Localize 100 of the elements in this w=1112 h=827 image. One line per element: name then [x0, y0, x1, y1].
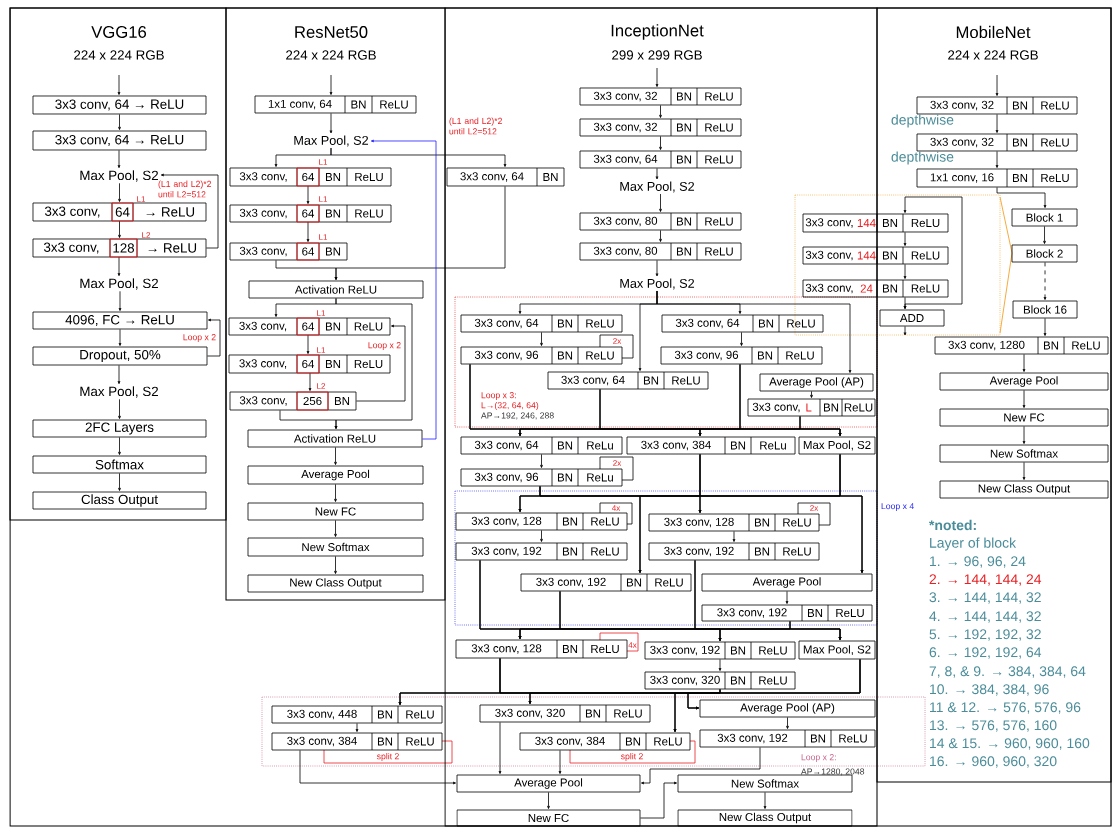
arrow: [118, 114, 121, 130]
loop-count: 2x: [613, 338, 622, 344]
note-text: 5. → 192, 192, 32: [929, 629, 1041, 641]
arrow: [995, 114, 999, 133]
layer-box: New Class Output: [939, 480, 1109, 499]
arrow: [306, 222, 310, 242]
layer-box: Average Pool (AP): [759, 373, 874, 392]
arrow: [498, 722, 502, 774]
arrow: [117, 150, 121, 169]
arrow: [299, 750, 456, 785]
layer-box: 3x3 conv, 128 BN ReLU: [455, 639, 628, 659]
layer-box: 3x3 conv, 128 BN ReLU: [648, 513, 820, 532]
layer-box: 3x3 conv, 96 BN ReLu: [460, 468, 623, 487]
layer-box: 3x3 conv, 192 BN ReLU: [520, 573, 692, 592]
layer-box: 3x3 conv, 128 BN ReLU: [455, 512, 628, 531]
layer-box: Block 1: [1011, 208, 1078, 227]
layer-box: Average Pool: [701, 573, 873, 592]
layer-box: 3x3 conv, 384 BN ReLU: [271, 732, 443, 751]
arrow: [306, 186, 310, 204]
layer-box: 3x3 conv, 192 BN ReLU: [455, 542, 628, 561]
arrow: [903, 326, 907, 336]
layer-label: Max Pool, S2: [80, 170, 158, 182]
arrow: [334, 484, 337, 502]
arrow: [659, 230, 662, 242]
arrow: [334, 186, 506, 280]
note-text: 13. → 576, 576, 160: [930, 720, 1057, 732]
note-text: 6. → 192, 192, 64: [929, 647, 1042, 659]
layer-box: 3x3 conv, 64 BN ReLU: [460, 314, 623, 333]
note-text: 2. → 144, 144, 24: [929, 574, 1042, 586]
annotation: Loop x 2:: [801, 754, 836, 762]
annotation: L→(32, 64, 64): [481, 401, 539, 411]
layer-box: Average Pool: [939, 372, 1109, 391]
note-text: Layer of block: [930, 537, 1017, 551]
annotation: AP→1280, 2048: [800, 768, 865, 776]
loop-count: 4x: [628, 642, 637, 648]
note-text: *noted:: [929, 519, 976, 531]
arrow: [687, 659, 861, 710]
layer-box: Activation ReLU: [248, 280, 424, 299]
arrow: [995, 151, 999, 168]
layer-box: New FC: [247, 502, 424, 521]
layer-box: 3x3 conv, 1280 BN ReLU: [934, 336, 1109, 355]
layer-box: 1x1 conv, 64 BN ReLU: [254, 95, 417, 114]
arrow: [641, 747, 761, 785]
layer-box: 3x3 conv, 64 BN ReLU: [229, 167, 392, 187]
layer-box: 3x3 conv, 64 → ReLU: [32, 202, 207, 222]
arrow: [903, 264, 907, 279]
arrow: [540, 530, 543, 542]
layer-box: 3x3 conv, 64 BN ReLU: [228, 354, 391, 374]
arrow: [1022, 426, 1026, 444]
layer-box: New Softmax: [677, 774, 853, 793]
layer-box: 3x3 conv, 448 BN ReLU: [271, 705, 443, 724]
layer-box: New Softmax: [247, 537, 424, 557]
layer-box: 3x3 conv, 32 BN ReLU: [916, 96, 1078, 115]
arrow: [839, 454, 864, 573]
arrow: [118, 473, 121, 491]
edge-label: Loop x 2: [368, 342, 401, 350]
layer-box: 3x3 conv, 64 BN ReLU: [579, 150, 742, 169]
layer-box: 3x3 conv, 144 BN ReLU: [802, 213, 949, 233]
layer-box: 3x3 conv, 192 BN ReLU: [701, 604, 873, 622]
note-text: 16. → 960, 960, 320: [930, 756, 1057, 768]
arrow: [732, 531, 736, 542]
arrow: [659, 136, 662, 150]
layer-box: 3x3 conv, 32 BN ReLU: [579, 87, 742, 106]
layer-box: Average Pool (AP): [699, 699, 876, 718]
layer-label: Max Pool, S2: [80, 386, 158, 398]
arrow: [334, 556, 337, 574]
layer-box: 3x3 conv, 80 BN ReLU: [579, 212, 742, 231]
arrow: [718, 659, 722, 671]
arrow: [540, 454, 543, 468]
arrow: [118, 398, 121, 419]
arrow: [903, 297, 907, 309]
note-text: 14 & 15. → 960, 960, 160: [930, 738, 1090, 750]
layer-box: Average Pool: [456, 774, 641, 793]
arrow: [334, 447, 337, 465]
arrow: [763, 792, 767, 809]
arrow: [117, 74, 121, 95]
layer-box: 3x3 conv, 96 BN ReLU: [460, 346, 623, 365]
layer-box: 3x3 conv, 384 BN ReLu: [626, 436, 796, 455]
layer-label: Max Pool, S2: [620, 278, 695, 290]
annotation: AP→192, 246, 288: [480, 412, 554, 420]
arrow: [117, 257, 121, 277]
loop-count: 2x: [613, 460, 622, 466]
layer-box: 3x3 conv, 64 BN ReLU: [228, 317, 391, 336]
arrow: [1022, 354, 1026, 372]
layer-tag: L1: [317, 310, 326, 316]
layer-box: 3x3 conv, 192 BN ReLU: [648, 542, 820, 561]
arrow: [903, 232, 907, 246]
arrow: [789, 621, 842, 640]
layer-box: 3x3 conv, 64 → ReLU: [32, 130, 207, 151]
arrow: [903, 196, 907, 213]
layer-box: 3x3 conv, 64 BN: [229, 242, 348, 261]
note-text: 11 & 12. → 576, 576, 96: [930, 702, 1081, 714]
edge-label: Loop x 2: [183, 334, 216, 342]
layer-box: 3x3 conv, L BN ReLU: [747, 398, 876, 417]
arrow: [160, 173, 219, 249]
arrow: [656, 290, 852, 373]
layer-box: 1x1 conv, 16 BN ReLU: [916, 168, 1078, 188]
layer-box: Average Pool: [247, 465, 424, 485]
arrow: [558, 750, 562, 774]
arrow: [995, 74, 999, 96]
